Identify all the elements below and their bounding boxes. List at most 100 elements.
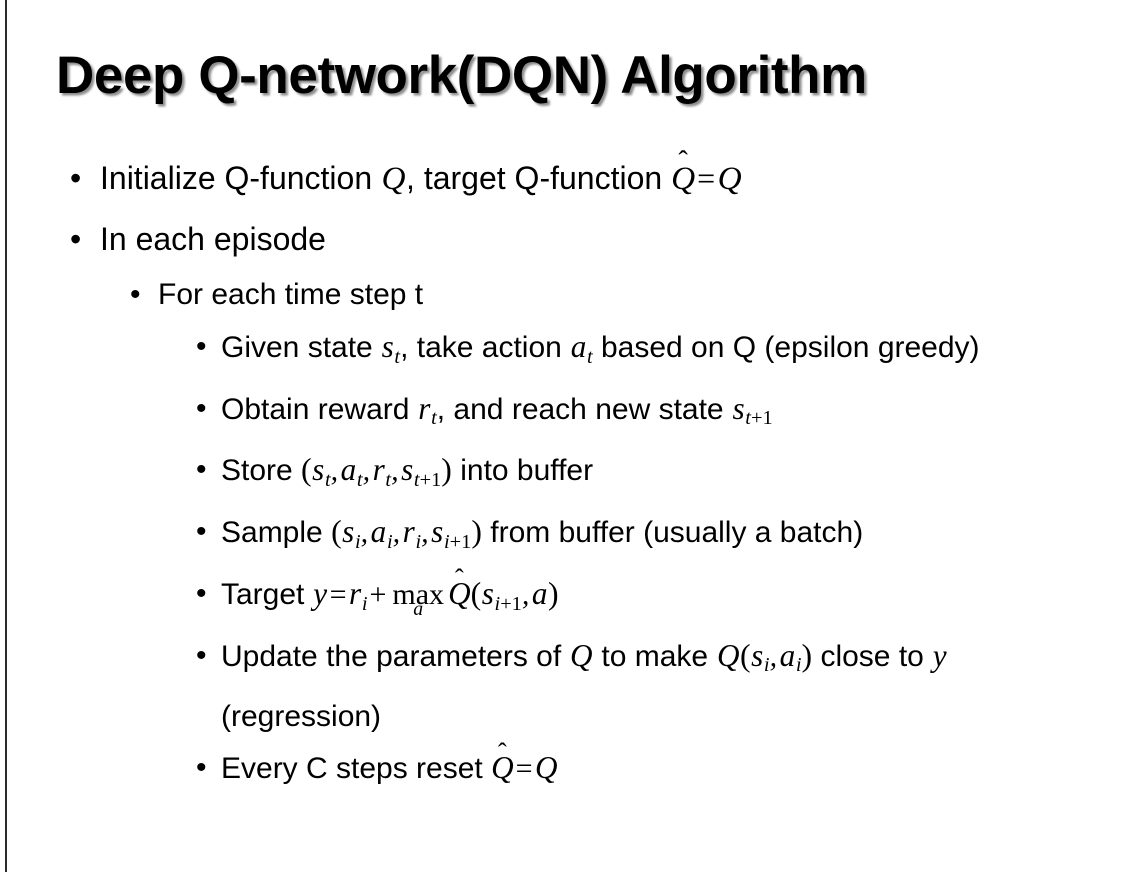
math-a-subscript: i [795, 654, 802, 677]
bullet-for-each-time-step-text: For each time step t [158, 278, 424, 311]
math-r-subscript: i [361, 592, 368, 615]
bullet-target: • Target y=ri+maxâQ(si+1,a) [0, 568, 1124, 630]
given-state-post: based on Q (epsilon greedy) [592, 331, 980, 364]
math-s: s [481, 575, 494, 611]
paren-close: ) [801, 637, 813, 673]
comma-1: , [769, 639, 778, 673]
update-mid: to make [593, 639, 717, 673]
math-r: r [348, 575, 362, 611]
bullet-store-text: Store (st,at,rt,st+1) into buffer [221, 444, 1106, 506]
q-hat-letter: Q [448, 575, 471, 611]
bullet-sample: • Sample (si,ai,ri,si+1) from buffer (us… [0, 506, 1124, 568]
sub-plus-one: +1 [500, 592, 522, 615]
sub-letter: i [494, 592, 501, 615]
bullet-dot-icon: • [70, 221, 82, 257]
sample-pre: Sample [221, 516, 332, 550]
sub-plus-one: +1 [419, 469, 442, 492]
bullet-in-each-episode-text: In each episode [100, 221, 326, 257]
math-s1-subscript: i [354, 530, 361, 553]
math-r: r [418, 390, 431, 426]
math-s2-subscript: i+1 [443, 530, 472, 553]
bullet-dot-icon: • [196, 391, 207, 425]
math-s: s [732, 390, 745, 426]
comma-3: , [421, 516, 429, 550]
bullet-update: • Update the parameters of Q to make Q(s… [0, 630, 1124, 743]
paren-close: ) [471, 514, 482, 550]
paren-open: ( [331, 514, 342, 550]
sub-plus-one: +1 [750, 407, 773, 430]
bullet-for-each-time-step: • For each time step t [0, 269, 1124, 321]
math-y: y [932, 637, 947, 673]
math-a-subscript: t [586, 345, 593, 368]
store-pre: Store [221, 454, 302, 488]
update-post: close to [812, 639, 933, 673]
math-r-subscript: t [431, 407, 437, 430]
bullet-dot-icon: • [196, 330, 207, 363]
math-s2: s [431, 514, 444, 550]
every-c-pre: Every C steps reset [221, 752, 492, 786]
math-s1-subscript: t [324, 469, 331, 492]
math-a1: a [370, 514, 387, 550]
obtain-reward-pre: Obtain reward [221, 392, 418, 426]
math-s-subscript: i+1 [494, 593, 522, 615]
bullet-initialize: • Initialize Q-function Q, target Q-func… [0, 148, 1124, 209]
bullet-every-c-steps: • Every C steps reset ̂Q=Q [0, 742, 1124, 794]
comma-3: , [391, 454, 399, 488]
bullet-dot-icon: • [196, 751, 207, 785]
bullet-dot-icon: • [196, 576, 207, 610]
bullet-update-text: Update the parameters of Q to make Q(si,… [221, 630, 1106, 743]
bullet-dot-icon: • [130, 278, 141, 311]
bullet-obtain-reward: • Obtain reward rt, and reach new state … [0, 383, 1124, 445]
math-a1-subscript: i [386, 530, 393, 553]
bullet-dot-icon: • [70, 160, 82, 196]
update-tail: (regression) [221, 700, 382, 734]
math-r1: r [372, 452, 385, 488]
math-s: s [751, 637, 764, 673]
math-q-hat: ̂Q [671, 162, 695, 195]
math-a: a [779, 637, 796, 673]
bullet-given-state: • Given state st, take action at based o… [0, 321, 1124, 383]
sub-letter: t [413, 469, 420, 492]
bullet-dot-icon: • [196, 515, 207, 549]
sample-post: from buffer (usually a batch) [481, 516, 864, 550]
math-y: y [313, 575, 328, 611]
math-s2-subscript: t+1 [413, 469, 442, 492]
math-s-subscript: t+1 [745, 407, 773, 430]
math-q2: Q [717, 160, 742, 197]
bullet-initialize-text: Initialize Q-function Q, target Q-functi… [100, 148, 1124, 209]
comma-1: , [360, 516, 369, 550]
slide-body: • Initialize Q-function Q, target Q-func… [0, 148, 1124, 794]
page-title: Deep Q-network(DQN) Algorithm [56, 46, 867, 105]
math-equals: = [697, 160, 716, 196]
q-hat-letter: Q [671, 160, 696, 197]
math-a: a [570, 329, 587, 364]
math-s-subscript: t [394, 345, 401, 368]
max-limit-variable: a [413, 598, 424, 620]
comma-2: , [362, 454, 371, 488]
math-s2: s [401, 452, 414, 488]
math-a1-subscript: t [356, 469, 363, 492]
bullet-every-c-steps-text: Every C steps reset ̂Q=Q [221, 742, 1106, 794]
sub-letter: t [745, 407, 751, 430]
given-state-pre: Given state [221, 331, 382, 364]
bullet-obtain-reward-text: Obtain reward rt, and reach new state st… [221, 383, 1106, 445]
math-s: s [381, 329, 394, 364]
paren-close: ) [547, 575, 559, 611]
math-q: Q [381, 160, 406, 197]
math-s1: s [312, 452, 325, 488]
math-r1: r [402, 514, 415, 550]
store-post: into buffer [451, 454, 594, 488]
sub-letter: i [443, 530, 450, 553]
math-a: a [531, 575, 548, 611]
bullet-dot-icon: • [196, 453, 207, 487]
paren-close: ) [441, 452, 452, 488]
update-pre: Update the parameters of [221, 639, 570, 673]
math-s1: s [342, 514, 355, 550]
initialize-pre: Initialize Q-function [100, 160, 382, 196]
obtain-reward-mid: , and reach new state [436, 392, 732, 426]
sub-plus-one: +1 [449, 530, 472, 553]
paren-open: ( [470, 575, 482, 611]
comma-1: , [521, 577, 530, 611]
